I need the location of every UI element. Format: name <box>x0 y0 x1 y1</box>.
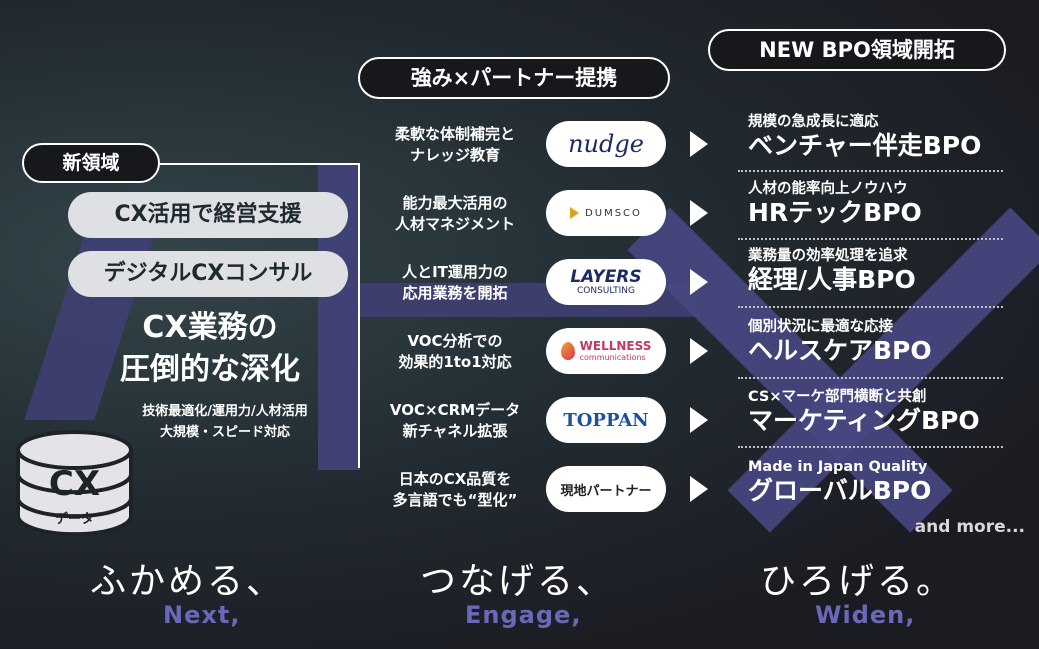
tagline-widen-en: Widen, <box>815 601 916 629</box>
arrow-right-icon <box>690 269 708 295</box>
partner-header: 強み×パートナー提携 <box>358 57 670 99</box>
bpo-item-5: CS×マーケ部門横断と共創 マーケティングBPO <box>748 389 980 435</box>
partner-row-5-text: VOC×CRMデータ新チャネル拡張 <box>389 401 521 440</box>
divider <box>738 170 1003 172</box>
bpo-item-6: Made in Japan Quality グローバルBPO <box>748 459 932 505</box>
arrow-right-icon <box>690 338 708 364</box>
arrow-right-icon <box>690 476 708 502</box>
left-frame-line <box>160 163 360 165</box>
partner-row-1-text: 柔軟な体制補完とナレッジ教育 <box>394 125 515 164</box>
arrow-right-icon <box>690 200 708 226</box>
arrow-right-icon <box>690 131 708 157</box>
divider <box>738 446 1003 448</box>
logo-toppan: TOPPAN <box>546 397 666 443</box>
bpo-item-3: 業務量の効率処理を追求 経理/人事BPO <box>748 248 916 294</box>
and-more-text: and more... <box>914 517 1025 537</box>
pill-cx-management: CX活用で経営支援 <box>68 192 348 238</box>
divider <box>738 238 1003 240</box>
partner-row-2-text: 能力最大活用の人材マネジメント <box>394 194 515 233</box>
dumsco-mark-icon <box>570 207 580 219</box>
tagline-engage: Engage, <box>465 601 582 629</box>
logo-dumsco: DUMSCO <box>546 190 666 236</box>
partner-row-4-text: VOC分析での効果的1to1対応 <box>398 332 512 371</box>
partner-row-6-text: 日本のCX品質を多言語でも“型化” <box>392 470 518 509</box>
logo-nudge: nudge <box>546 121 666 167</box>
new-domain-badge: 新領域 <box>22 143 160 183</box>
partner-row-3-text: 人とIT運用力の応用業務を開拓 <box>402 263 508 302</box>
divider <box>738 377 1003 379</box>
left-headline-1: CX業務の <box>142 310 278 345</box>
wellness-mark-icon <box>560 342 575 360</box>
left-frame-line-vertical <box>358 163 360 468</box>
bpo-item-4: 個別状況に最適な応接 ヘルスケアBPO <box>748 319 932 365</box>
tagline-connect: つなげる、 <box>420 561 616 602</box>
left-headline-2: 圧倒的な深化 <box>120 352 300 387</box>
tagline-deepen: ふかめる、 <box>90 561 286 602</box>
new-bpo-header: NEW BPO領域開拓 <box>708 29 1006 71</box>
cx-database-icon: CX データ <box>12 428 137 538</box>
logo-wellness: WELLNESS communications <box>546 328 666 374</box>
db-label: CX <box>48 464 101 504</box>
logo-local-partner: 現地パートナー <box>546 466 666 512</box>
tagline-next: Next, <box>163 601 241 629</box>
bpo-item-2: 人材の能率向上ノウハウ HRテックBPO <box>748 181 922 227</box>
logo-layers: LAYERS CONSULTING <box>546 259 666 305</box>
arrow-right-icon <box>690 407 708 433</box>
divider <box>738 306 1003 308</box>
left-subtext-1: 技術最適化/運用力/人材活用 <box>142 404 308 419</box>
pill-digital-cx: デジタルCXコンサル <box>68 251 348 297</box>
tagline-widen: ひろげる。 <box>760 561 956 602</box>
bpo-item-1: 規模の急成長に適応 ベンチャー伴走BPO <box>748 114 982 160</box>
db-sublabel: データ <box>54 512 94 527</box>
left-subtext-2: 大規模・スピード対応 <box>159 425 290 440</box>
